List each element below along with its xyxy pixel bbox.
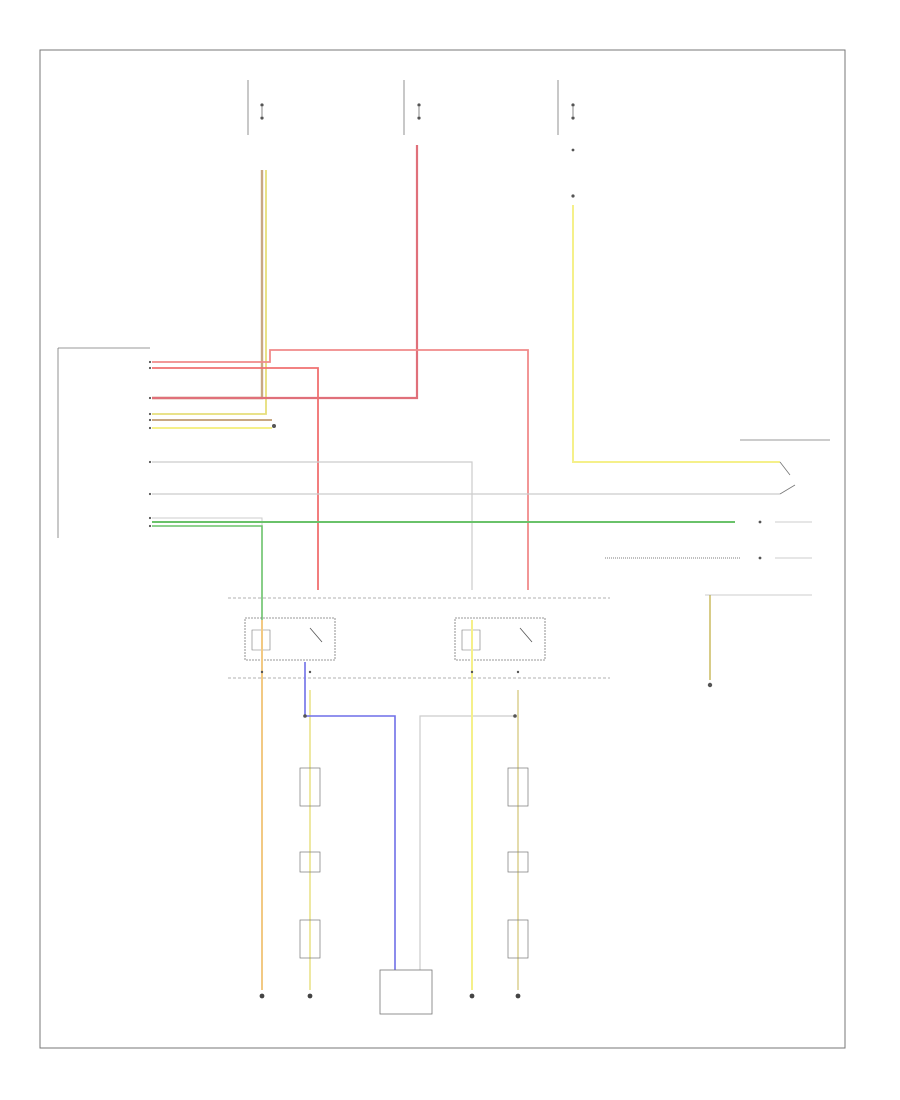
ground-symbol [515, 993, 521, 999]
ground-symbol [259, 993, 265, 999]
wire-green-2 [152, 525, 263, 620]
lock-actuator-left [299, 767, 321, 959]
fuse-terminal [571, 116, 575, 120]
ground-symbol [307, 993, 313, 999]
fuse-terminal [260, 116, 264, 120]
fuse-terminal [417, 103, 421, 107]
terminal [758, 520, 762, 524]
fuse-group-3 [557, 80, 575, 198]
wire-white-motor [419, 715, 515, 970]
splice [272, 424, 276, 428]
grounds [259, 993, 521, 999]
wire-red-fuse2 [152, 145, 419, 400]
fuse-group-1 [247, 80, 264, 135]
wire-yellow-fuse3 [572, 205, 780, 463]
wire-yellow-fuse1 [152, 170, 267, 415]
wire-red-top [152, 349, 529, 590]
lock-actuator-right [507, 767, 529, 959]
fuse-terminal [260, 103, 264, 107]
fuse-terminal [417, 116, 421, 120]
wire-blue [304, 662, 396, 970]
motor-box [379, 969, 433, 1015]
terminal [758, 556, 762, 560]
fuse-group-2 [403, 80, 421, 135]
diagram-frame [39, 49, 846, 1049]
door-lock-switch-left [244, 617, 336, 661]
ground-symbol [707, 682, 713, 688]
fuse-terminal [571, 103, 575, 107]
fuse-terminal [571, 194, 575, 198]
door-lock-switch-right [454, 617, 546, 661]
wire-tan-fuse1 [152, 170, 264, 400]
module-pins [148, 360, 152, 528]
splice-points [260, 670, 520, 718]
ground-symbol [469, 993, 475, 999]
fuse-terminal [571, 148, 575, 152]
wire-white-3 [152, 517, 263, 590]
switch-contact [779, 461, 796, 495]
wire-white-1 [152, 461, 473, 590]
wire-red-down [152, 367, 319, 590]
